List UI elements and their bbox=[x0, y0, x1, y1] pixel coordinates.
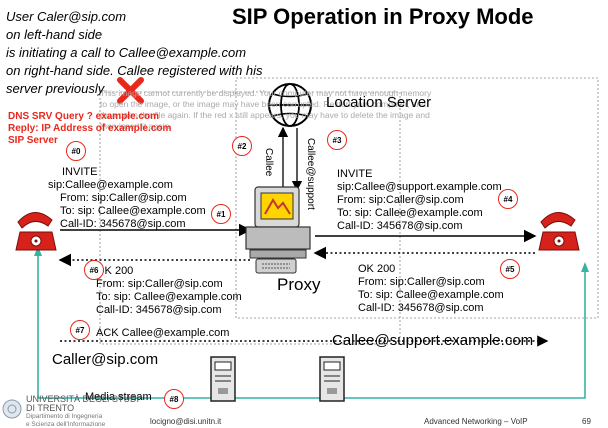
ok-right-line: From: sip:Caller@sip.com bbox=[358, 276, 485, 288]
invite-right-line: Call-ID: 345678@sip.com bbox=[337, 220, 463, 232]
step-badge-1: #1 bbox=[211, 204, 231, 224]
step-badge-8: #8 bbox=[164, 389, 184, 409]
ok-right-line: Call-ID: 345678@sip.com bbox=[358, 302, 484, 314]
caller-domain-box bbox=[99, 91, 401, 345]
callee-support-vertical-label: Callee@support bbox=[305, 138, 316, 210]
step-badge-7: #7 bbox=[70, 320, 90, 340]
globe-icon bbox=[268, 83, 312, 127]
intro-line: is initiating a call to Callee@example.c… bbox=[6, 45, 247, 60]
caller-address: Caller@sip.com bbox=[52, 351, 159, 368]
broken-image-message: This image cannot currently be displayed… bbox=[100, 88, 432, 131]
invite-left-message: INVITE sip:Callee@example.com From: sip:… bbox=[48, 166, 206, 231]
invite-right-line: sip:Callee@support.example.com bbox=[337, 181, 502, 193]
footer-course: Advanced Networking – VoIP bbox=[424, 417, 528, 426]
ok-left-line: To: sip: Callee@example.com bbox=[96, 291, 242, 303]
media-path bbox=[37, 248, 586, 399]
step-badge-5: #5 bbox=[500, 259, 520, 279]
ok-right-message: OK 200 From: sip:Caller@sip.com To: sip:… bbox=[358, 263, 504, 315]
proxy-label: Proxy bbox=[277, 275, 321, 294]
intro-text: User Caler@sip.com on left-hand side is … bbox=[6, 8, 263, 98]
caller-media-server-icon bbox=[210, 356, 236, 402]
dns-line: Reply: IP Address of example.com bbox=[8, 123, 172, 134]
step-badge-3: #3 bbox=[327, 130, 347, 150]
broken-image-x-icon bbox=[117, 77, 144, 104]
ok-left-line: From: sip:Caller@sip.com bbox=[96, 278, 223, 290]
footer-page-number: 69 bbox=[582, 417, 591, 426]
dns-line: DNS SRV Query ? example.com bbox=[8, 111, 159, 122]
location-server-label: Location Server bbox=[326, 94, 432, 111]
caller-phone-icon bbox=[15, 212, 57, 251]
invite-left-line: From: sip:Caller@sip.com bbox=[60, 192, 187, 204]
intro-line: server previously bbox=[6, 81, 105, 96]
university-logo-text: UNIVERSITÀ DEGLI STUDI DI TRENTO Diparti… bbox=[26, 394, 140, 428]
callee-phone-icon bbox=[538, 212, 580, 251]
media-stream-label: Media stream bbox=[85, 391, 152, 403]
invite-right-line: To: sip: Callee@example.com bbox=[337, 207, 483, 219]
step-badge-0: #0 bbox=[66, 141, 86, 161]
invite-left-line: To: sip: Callee@example.com bbox=[60, 205, 206, 217]
callee-media-server-icon bbox=[319, 356, 345, 402]
step-badge-6: #6 bbox=[84, 260, 104, 280]
callee-address: Callee@support.example.com bbox=[332, 332, 534, 349]
university-name: UNIVERSITÀ DEGLI STUDI bbox=[26, 394, 140, 404]
university-dept-2: e Scienza dell'Informazione bbox=[26, 420, 106, 428]
proxy-computer-icon bbox=[245, 186, 311, 274]
ok-left-line: Call-ID: 345678@sip.com bbox=[96, 304, 222, 316]
callee-vertical-label: Callee bbox=[263, 148, 274, 177]
intro-line: on left-hand side bbox=[6, 27, 103, 42]
invite-right-line: From: sip:Caller@sip.com bbox=[337, 194, 464, 206]
dns-line: SIP Server bbox=[8, 135, 58, 146]
university-city: DI TRENTO bbox=[26, 402, 75, 413]
footer-email: locigno@disi.unitn.it bbox=[150, 417, 222, 426]
university-dept: Dipartimento di Ingegneria bbox=[26, 413, 103, 420]
ack-message: ACK Callee@example.com bbox=[96, 327, 230, 339]
slide-title: SIP Operation in Proxy Mode bbox=[232, 4, 534, 29]
ok-left-message: OK 200 From: sip:Caller@sip.com To: sip:… bbox=[96, 265, 242, 317]
invite-right-line: INVITE bbox=[337, 168, 373, 180]
invite-right-message: INVITE sip:Callee@support.example.com Fr… bbox=[337, 168, 502, 233]
invite-left-line: INVITE bbox=[62, 166, 98, 178]
invite-left-line: sip:Callee@example.com bbox=[48, 179, 173, 191]
ok-right-line: To: sip: Callee@example.com bbox=[358, 289, 504, 301]
ok-left-line: OK 200 bbox=[96, 265, 134, 277]
ok-right-line: OK 200 bbox=[358, 263, 396, 275]
intro-line: User Caler@sip.com bbox=[6, 9, 127, 24]
invite-left-line: Call-ID: 345678@sip.com bbox=[60, 218, 186, 230]
dns-query-text: DNS SRV Query ? example.com Reply: IP Ad… bbox=[8, 111, 171, 147]
step-badge-2: #2 bbox=[232, 136, 252, 156]
step-badge-4: #4 bbox=[498, 189, 518, 209]
intro-line: on right-hand side. Callee registered wi… bbox=[6, 63, 263, 78]
university-seal-icon bbox=[2, 399, 22, 419]
proxy-domain-box bbox=[235, 77, 599, 319]
